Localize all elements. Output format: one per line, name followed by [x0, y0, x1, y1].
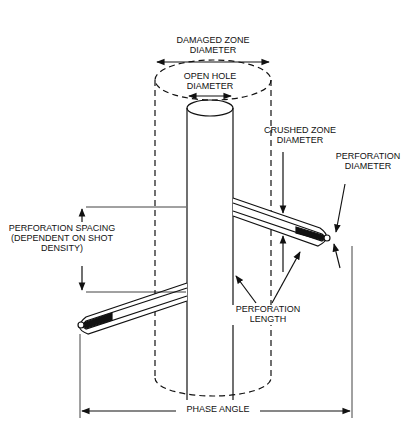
dimension-label: PERFORATION DIAMETER	[322, 152, 414, 172]
dimension-line	[282, 236, 283, 272]
dimension-line	[157, 61, 269, 62]
dimension-line	[336, 184, 345, 232]
extension-line	[86, 292, 186, 293]
dimension-line	[189, 95, 231, 96]
dimension-line	[282, 152, 283, 213]
perforation-tunnel	[78, 283, 187, 334]
dimension-line	[81, 209, 82, 222]
dimension-label: PERFORATION LENGTH	[224, 305, 312, 325]
open-hole	[187, 100, 233, 400]
extension-line	[80, 334, 81, 418]
dimension-label: OPEN HOLE DIAMETER	[172, 72, 248, 92]
dimension-line	[81, 266, 82, 290]
leader-line	[236, 276, 256, 303]
damaged-zone	[155, 60, 271, 396]
dimension-label: PHASE ANGLE	[176, 405, 260, 415]
extension-line	[86, 207, 186, 208]
extension-line	[352, 246, 353, 418]
dimension-label: PERFORATION SPACING (DEPENDENT ON SHOT D…	[4, 224, 120, 254]
dimension-label: CRUSHED ZONE DIAMETER	[258, 126, 342, 146]
dimension-label: DAMAGED ZONE DIAMETER	[163, 36, 263, 56]
leader-line	[272, 252, 300, 303]
perforation-tunnel	[233, 198, 330, 246]
dimension-line	[334, 244, 340, 268]
